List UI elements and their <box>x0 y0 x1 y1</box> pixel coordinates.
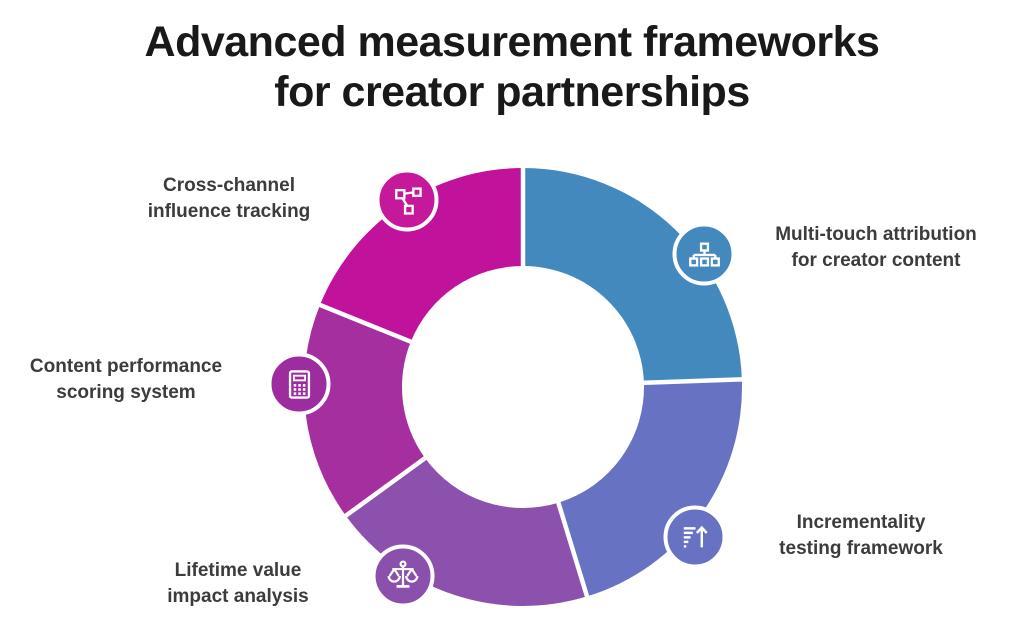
donut-segment-cross-channel-influence <box>319 167 523 342</box>
segment-gap-line <box>555 499 591 600</box>
badge-cross-channel-influence <box>375 168 439 232</box>
segment-gap-line <box>342 454 429 520</box>
scales-icon <box>387 560 419 588</box>
badge-lifetime-value <box>371 544 435 608</box>
page-title-line1: Advanced measurement frameworks <box>144 18 880 66</box>
label-lifetime-value: Lifetime value impact analysis <box>167 560 309 607</box>
label-multi-touch-attribution: Multi-touch attribution for creator cont… <box>775 224 977 271</box>
label-incrementality-testing: Incrementality testing framework <box>779 512 943 559</box>
page-title: Advanced measurement frameworks for crea… <box>0 17 1024 117</box>
calculator-icon <box>288 369 310 399</box>
bars-arrow-icon <box>683 525 708 548</box>
label-content-performance: Content performance scoring system <box>29 356 223 403</box>
donut-segment-multi-touch-attribution <box>523 168 742 383</box>
segment-gap-line <box>316 301 415 345</box>
sitemap-icon <box>688 242 720 267</box>
label-cross-channel-influence: Cross-channel influence tracking <box>147 175 311 222</box>
badge-content-performance <box>267 352 331 416</box>
page-title-line2: for creator partnerships <box>274 68 750 116</box>
donut-segment-incrementality-testing <box>558 379 742 597</box>
donut-segment-content-performance <box>303 304 426 516</box>
badge-multi-touch-attribution <box>672 222 736 286</box>
badge-incrementality-testing <box>663 505 727 569</box>
network-icon <box>394 186 422 215</box>
segment-gap-line <box>640 377 745 386</box>
